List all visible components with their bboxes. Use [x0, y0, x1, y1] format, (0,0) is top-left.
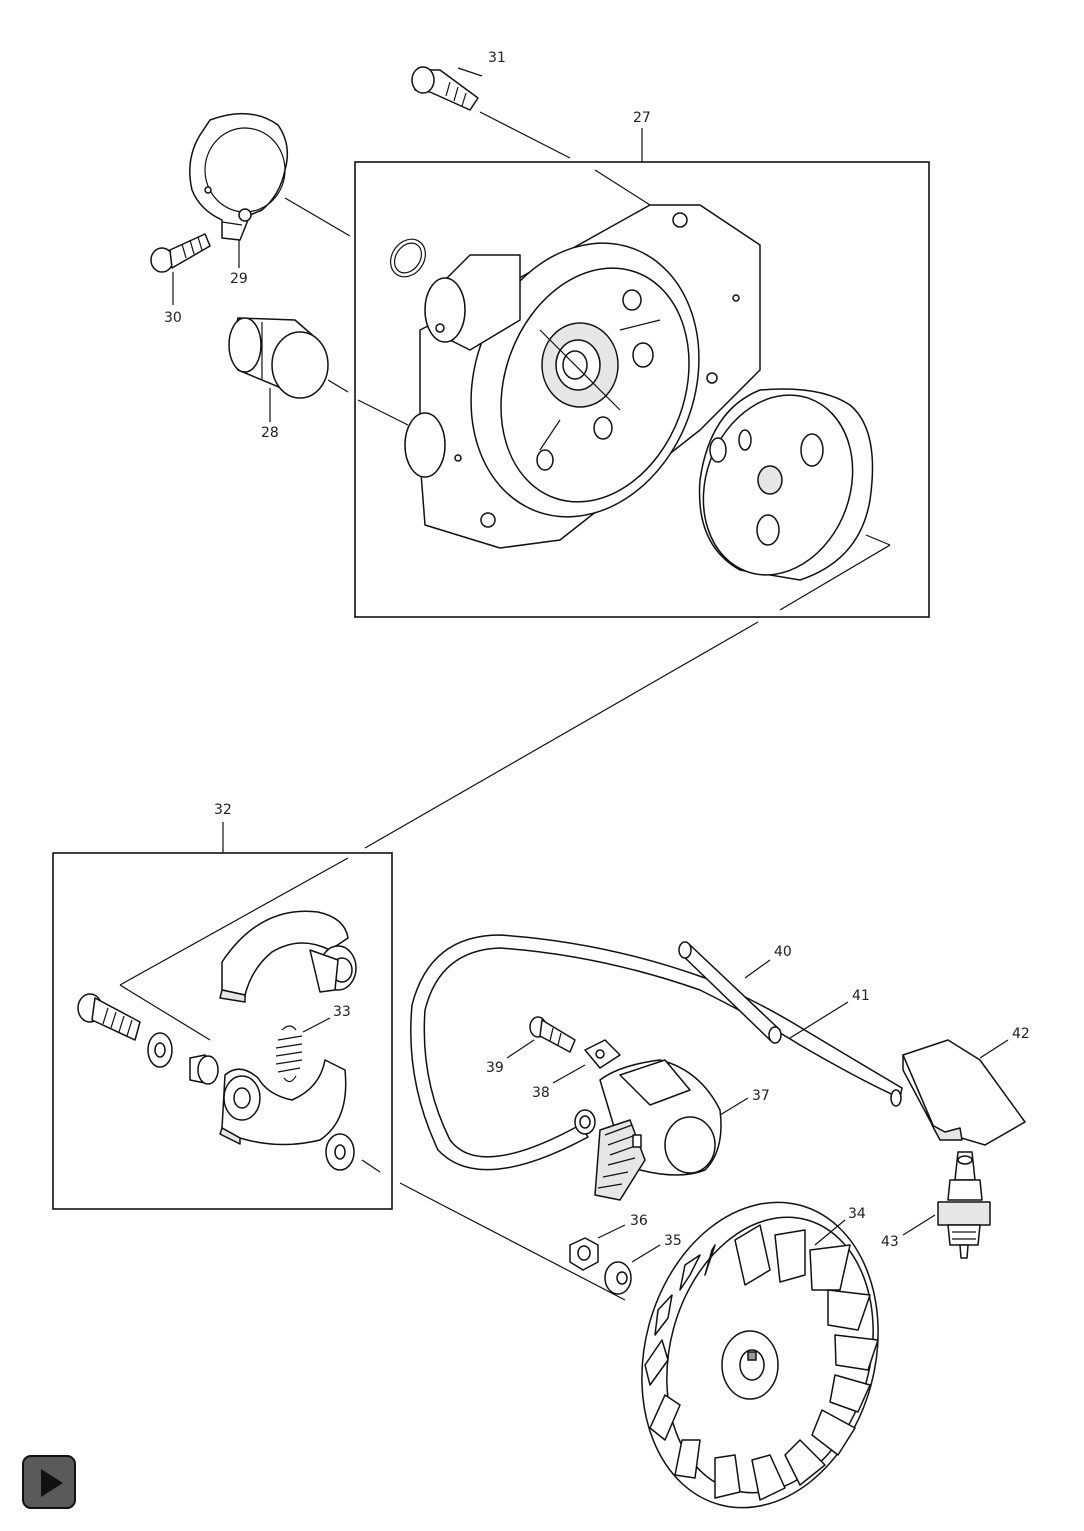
- ignition-coil-37: [574, 1059, 722, 1201]
- callout-41: 41: [852, 988, 870, 1004]
- tube-40: [678, 941, 782, 1044]
- clutch-shoe-upper: [219, 910, 357, 1003]
- callout-31: 31: [488, 50, 506, 66]
- bolt-31: [411, 66, 479, 111]
- dash-32a: [119, 857, 349, 986]
- callout-40: 40: [774, 944, 792, 960]
- flywheel-34: [641, 1201, 879, 1509]
- leader-36: [597, 1224, 626, 1239]
- spring-33: [275, 1025, 303, 1083]
- cap-42: [902, 1039, 1026, 1146]
- clutch-bolt: [77, 993, 141, 1041]
- callout-33: 33: [333, 1004, 351, 1020]
- clutch-housing: [389, 204, 761, 549]
- callout-34: 34: [848, 1206, 866, 1222]
- nut-36: [569, 1237, 599, 1271]
- damper-28: [228, 317, 329, 399]
- callout-43: 43: [881, 1234, 899, 1250]
- clutch-drum: [698, 388, 874, 581]
- dash-31a: [479, 111, 571, 159]
- leader-43: [902, 1214, 936, 1236]
- washer-35: [604, 1261, 632, 1295]
- callout-38: 38: [532, 1085, 550, 1101]
- callout-27: 27: [633, 110, 651, 126]
- callout-37: 37: [752, 1088, 770, 1104]
- spark-plug-43: [937, 1151, 991, 1259]
- dash-28a: [327, 379, 349, 393]
- dash-28b: [357, 399, 409, 426]
- leader-42: [979, 1039, 1009, 1059]
- callout-35: 35: [664, 1233, 682, 1249]
- next-page-button[interactable]: [22, 1455, 76, 1509]
- washer-lower: [325, 1133, 355, 1171]
- dash-32b: [119, 984, 211, 1041]
- clutch-shoe-lower: [219, 1059, 347, 1146]
- clutch-bushing: [189, 1054, 219, 1085]
- callout-36: 36: [630, 1213, 648, 1229]
- callout-42: 42: [1012, 1026, 1030, 1042]
- leader-33: [302, 1017, 331, 1033]
- clamp-29: [189, 112, 289, 241]
- dash-drum-b: [779, 544, 891, 611]
- leader-38: [552, 1064, 586, 1084]
- callout-30: 30: [164, 310, 182, 326]
- callout-28: 28: [261, 425, 279, 441]
- leader-35: [631, 1244, 661, 1263]
- leader-37: [719, 1097, 749, 1116]
- callout-39: 39: [486, 1060, 504, 1076]
- screw-39: [529, 1016, 576, 1053]
- clutch-washer: [147, 1032, 173, 1068]
- dash-29: [284, 197, 351, 237]
- leader-34: [814, 1219, 846, 1246]
- callout-29: 29: [230, 271, 248, 287]
- dash-31b: [594, 169, 651, 206]
- dash-washer-a: [361, 1159, 381, 1173]
- fuel-line-41: [410, 934, 903, 1171]
- callout-32: 32: [214, 802, 232, 818]
- leader-39: [506, 1039, 535, 1059]
- leader-40: [744, 959, 771, 979]
- leader-31: [457, 67, 483, 77]
- dash-drum-a: [865, 534, 891, 546]
- leader-41: [789, 1001, 849, 1039]
- play-icon: [41, 1469, 63, 1497]
- screw-30: [150, 233, 211, 273]
- dash-drum-c: [364, 621, 759, 849]
- dash-washer-b: [399, 1182, 626, 1301]
- terminal-38: [584, 1039, 621, 1069]
